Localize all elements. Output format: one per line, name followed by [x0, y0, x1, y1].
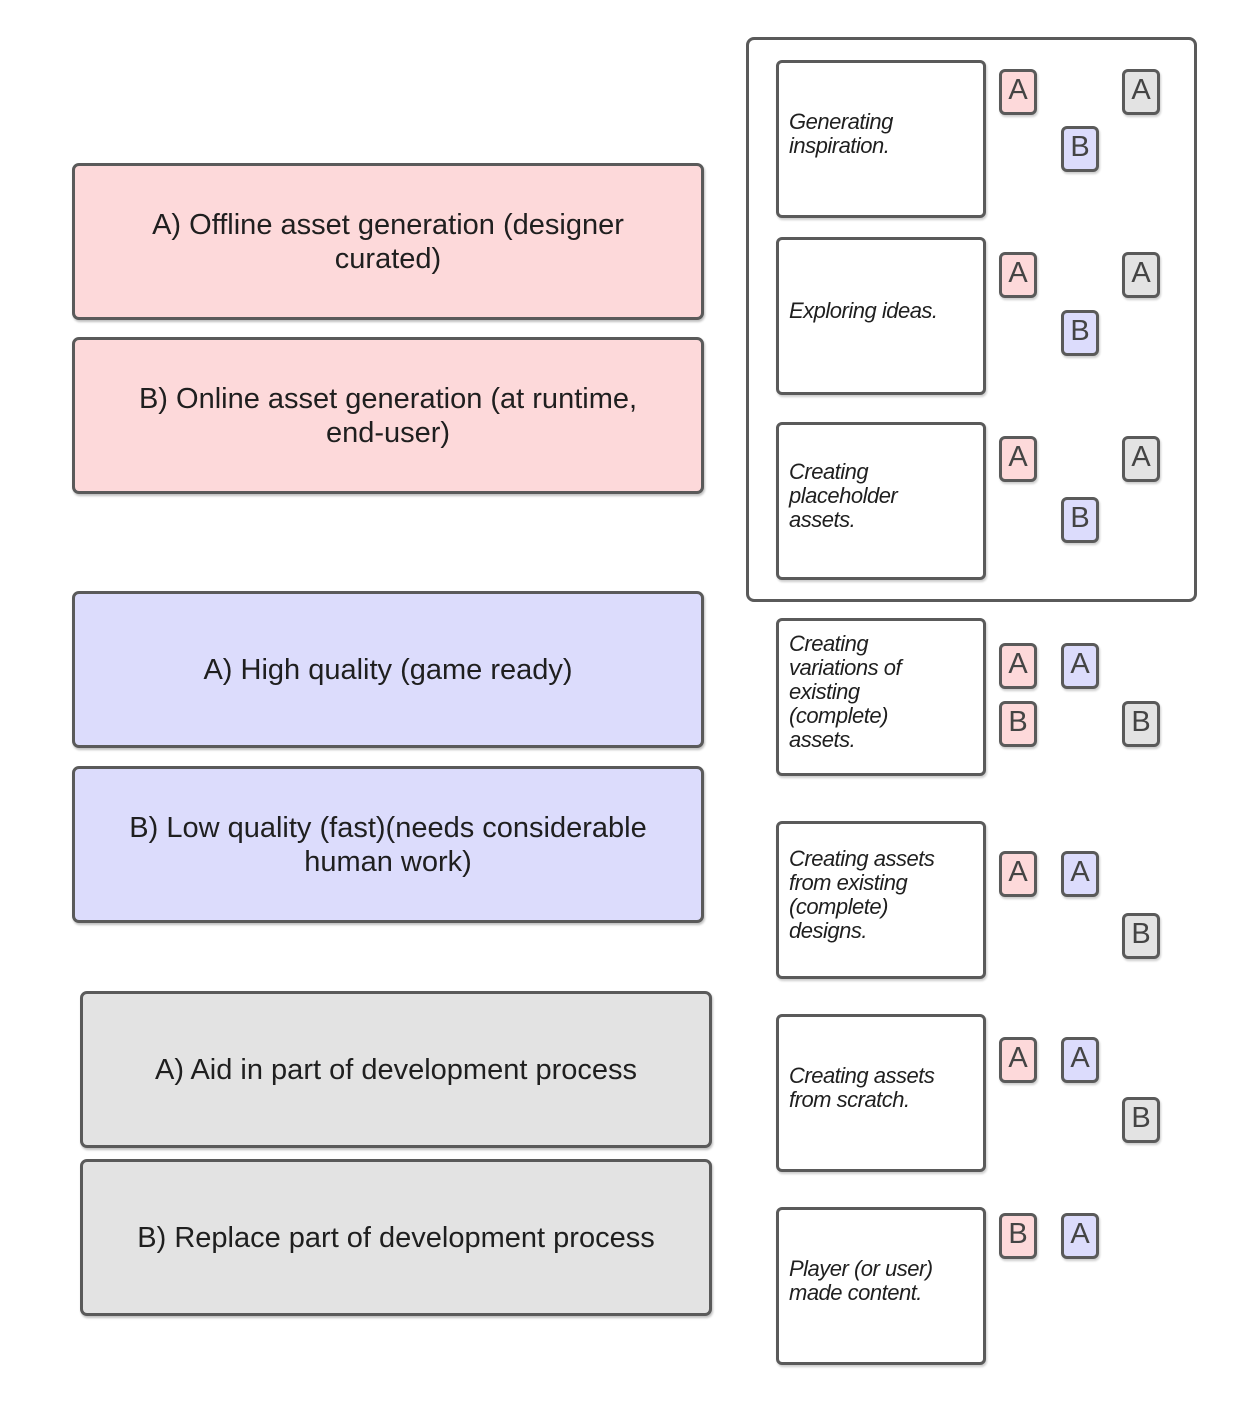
tag-role: B — [1122, 701, 1160, 747]
use-case-exploring-ideas: Exploring ideas. — [776, 237, 986, 395]
tag-location: A — [999, 252, 1037, 298]
legend-high-quality-line-1: A) High quality (game ready) — [203, 653, 573, 686]
legend-high-quality: A) High quality (game ready) — [72, 591, 704, 748]
tag-quality: A — [1061, 1213, 1099, 1259]
use-case-text: Exploring ideas. — [789, 298, 938, 323]
tag-location: A — [999, 851, 1037, 897]
legend-low-quality: B) Low quality (fast)(needs considerable… — [72, 766, 704, 923]
legend-aid-development: A) Aid in part of development process — [80, 991, 712, 1148]
legend-online-line-1: B) Online asset generation (at runtime, — [138, 382, 638, 415]
use-case-player-content: Player (or user)made content. — [776, 1207, 986, 1365]
use-case-text: (complete) — [789, 703, 888, 728]
tag-quality: A — [1061, 1037, 1099, 1083]
tag-location: B — [999, 1213, 1037, 1259]
tag-location: A — [999, 643, 1037, 689]
tag-location: A — [999, 436, 1037, 482]
use-case-text: inspiration. — [789, 133, 890, 158]
use-case-text: Creating — [789, 631, 869, 656]
use-case-text: Creating — [789, 459, 869, 484]
legend-aid-line-1: A) Aid in part of development process — [155, 1053, 637, 1086]
legend-low-quality-line-2: human work) — [304, 845, 472, 878]
use-case-text: Generating — [789, 109, 893, 134]
tag-role: B — [1122, 1097, 1160, 1143]
tag-quality: B — [1061, 126, 1099, 172]
use-case-text: existing — [789, 679, 860, 704]
use-case-text: from scratch. — [789, 1087, 910, 1112]
use-case-text: Player (or user) — [789, 1256, 933, 1281]
early-stage-use-cases-group — [746, 37, 1197, 602]
tag-role: A — [1122, 252, 1160, 298]
use-case-text: Creating assets — [789, 1063, 935, 1088]
use-case-text: variations of — [789, 655, 902, 680]
legend-online-line-2: end-user) — [325, 416, 451, 449]
tag-quality: A — [1061, 643, 1099, 689]
legend-replace-line-1: B) Replace part of development process — [137, 1221, 655, 1254]
use-case-text: (complete) — [789, 894, 888, 919]
tag-location: A — [999, 1037, 1037, 1083]
use-case-text: assets. — [789, 507, 856, 532]
use-case-text: designs. — [789, 918, 867, 943]
use-case-text: placeholder — [789, 483, 898, 508]
tag-location: B — [999, 701, 1037, 747]
use-case-text: Creating assets — [789, 846, 935, 871]
use-case-text: assets. — [789, 727, 856, 752]
legend-low-quality-line-1: B) Low quality (fast)(needs considerable — [129, 811, 647, 844]
tag-location: A — [999, 69, 1037, 115]
use-case-text: made content. — [789, 1280, 922, 1305]
legend-online-generation: B) Online asset generation (at runtime,e… — [72, 337, 704, 494]
tag-quality: B — [1061, 497, 1099, 543]
legend-offline-line-2: curated) — [334, 242, 442, 275]
tag-role: A — [1122, 69, 1160, 115]
use-case-text: from existing — [789, 870, 908, 895]
legend-offline-line-1: A) Offline asset generation (designer — [152, 208, 624, 241]
legend-replace-development: B) Replace part of development process — [80, 1159, 712, 1316]
tag-role: B — [1122, 913, 1160, 959]
tag-quality: A — [1061, 851, 1099, 897]
tag-quality: B — [1061, 310, 1099, 356]
tag-role: A — [1122, 436, 1160, 482]
